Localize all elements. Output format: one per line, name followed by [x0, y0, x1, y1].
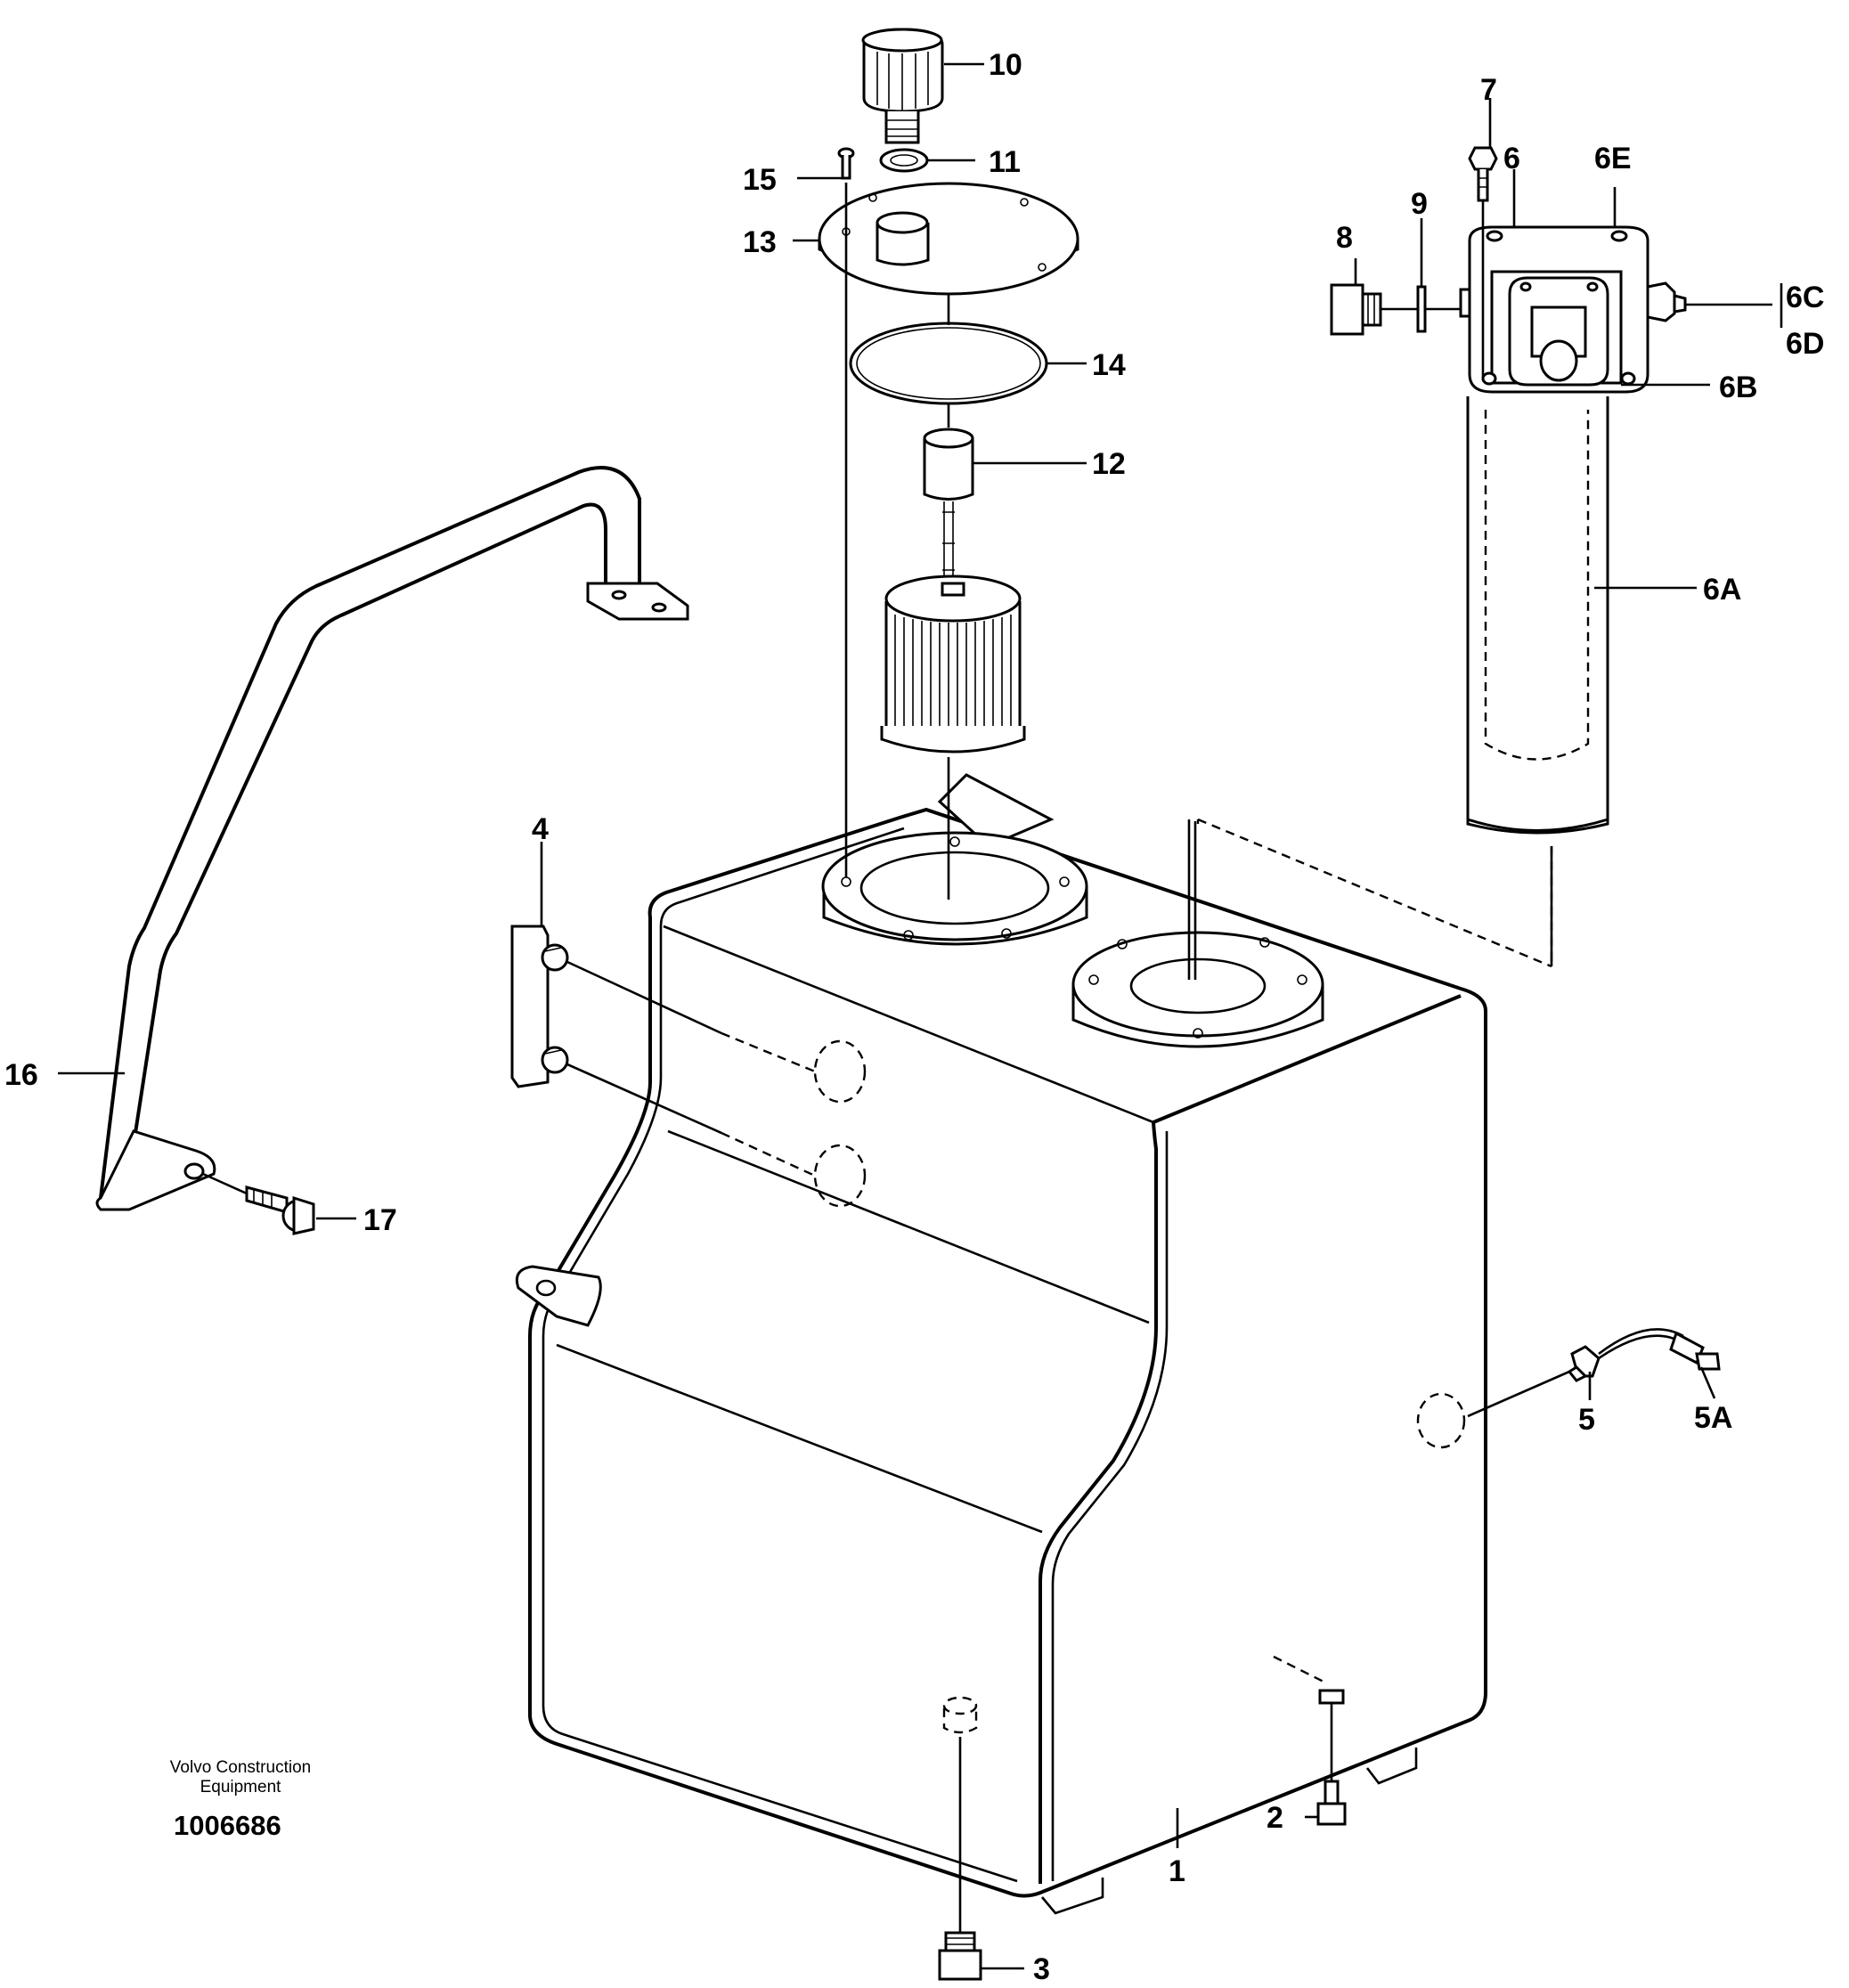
lifting-eye-hole [535, 1279, 557, 1297]
tank-inner-front-edge [542, 926, 1018, 1883]
credit-block: Volvo Construction Equipment 1006686 [170, 1758, 311, 1841]
callout-6e: 6E [1594, 142, 1632, 175]
callouts: 10 11 15 13 14 12 4 16 17 5 5A 7 6 6E 8 … [4, 48, 1824, 1986]
cover-plate [818, 182, 1079, 296]
bracket-line-upper [566, 960, 722, 1035]
callout-17: 17 [363, 1203, 397, 1237]
spacer-sleeve [923, 428, 974, 501]
callout-6a: 6A [1703, 573, 1741, 607]
callout-12: 12 [1092, 447, 1126, 481]
callout-2: 2 [1267, 1801, 1283, 1835]
bracket-line-lower [566, 1063, 722, 1135]
callout-15: 15 [743, 163, 777, 197]
callout-10: 10 [989, 48, 1022, 82]
document-number: 1006686 [174, 1810, 281, 1841]
grab-handle-16 [95, 466, 689, 1211]
callout-7: 7 [1480, 73, 1497, 107]
tank-upper-face-line [663, 925, 1154, 1124]
credit-line-1: Volvo Construction [170, 1758, 311, 1777]
tank-side-edge-inner [1051, 1131, 1169, 1881]
filter-element [880, 574, 1026, 754]
tank-lower-face-line [556, 1343, 1043, 1534]
temperature-sensor-5 [1567, 1328, 1721, 1382]
seal-washer-9 [1416, 285, 1427, 333]
callout-14: 14 [1092, 348, 1126, 382]
tank-filler-flange [821, 831, 1088, 946]
tank-top-edge [659, 827, 905, 927]
credit-line-2: Equipment [200, 1778, 282, 1797]
bolt-17-axis [202, 1172, 248, 1195]
bracket-4 [510, 925, 569, 1088]
callout-6d: 6D [1786, 327, 1824, 361]
drain-plug-3 [938, 1737, 982, 1981]
screw-15 [837, 147, 855, 180]
leader-lines [58, 62, 1783, 1970]
bracket-line-lower-dashed [721, 1131, 816, 1177]
callout-5: 5 [1578, 1403, 1595, 1437]
bolt-2 [1316, 1689, 1347, 1826]
o-ring-small [879, 148, 929, 173]
callout-6: 6 [1503, 142, 1520, 175]
tank-skid-right [1365, 1748, 1418, 1785]
filter-rod [942, 501, 955, 588]
return-filter-head [1459, 225, 1687, 394]
callout-8: 8 [1336, 221, 1353, 255]
callout-13: 13 [743, 225, 777, 259]
tank-top-bracket [937, 773, 1055, 848]
tank-side-edge [1039, 1121, 1158, 1884]
callout-6c: 6C [1786, 281, 1824, 314]
bolt-17 [245, 1185, 315, 1235]
callout-9: 9 [1411, 187, 1428, 221]
bracket-line-upper-dashed [721, 1031, 816, 1073]
callout-4: 4 [532, 812, 549, 846]
cover-gasket [849, 322, 1048, 405]
filler-cap [861, 28, 944, 144]
callout-3: 3 [1033, 1952, 1050, 1986]
lifting-eye-left [515, 1265, 602, 1327]
callout-6b: 6B [1719, 371, 1757, 404]
tank-return-flange [1071, 931, 1324, 1048]
plug-8 [1330, 283, 1382, 336]
tank-skid-left [1041, 1878, 1104, 1915]
tank-ports [813, 1039, 1466, 1734]
callout-16: 16 [4, 1058, 38, 1092]
hydraulic-tank [515, 773, 1487, 1915]
callout-5a: 5A [1694, 1401, 1732, 1435]
return-filter-housing [1466, 396, 1609, 835]
callout-11: 11 [989, 145, 1021, 179]
bolt-7 [1468, 146, 1498, 202]
sensor-axis-line [1467, 1370, 1570, 1418]
callout-1: 1 [1169, 1854, 1185, 1888]
tank-outline [528, 807, 1487, 1898]
tank-top-right-edge [1153, 994, 1462, 1124]
tank-mid-face-line [667, 1129, 1150, 1324]
